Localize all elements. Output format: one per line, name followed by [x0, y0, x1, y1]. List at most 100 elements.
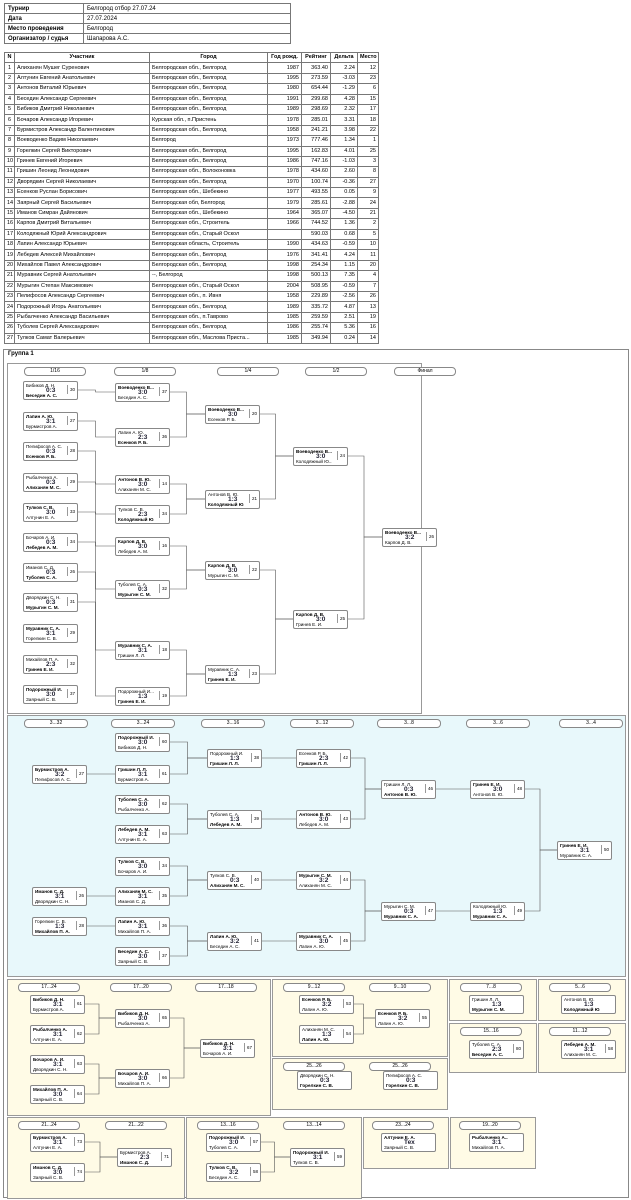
match-number: 40 [251, 875, 261, 884]
player-two-name: Горелкин С. В. [386, 1083, 420, 1088]
table-cell: 1989 [267, 301, 302, 313]
match-number: 66 [159, 1073, 169, 1082]
table-cell: -0.59 [330, 280, 358, 293]
table-cell: Мурыгин Степан Максимович [14, 280, 150, 293]
match-score: 3:1 [580, 847, 590, 854]
match-score: 0:3 [46, 539, 56, 546]
player-two-name: Лебедев А. М. [210, 822, 242, 827]
table-cell: -1.03 [330, 155, 358, 168]
player-one-name: Воеводенко В... [385, 530, 421, 535]
table-cell: 1985 [267, 311, 302, 324]
table-cell: 2 [357, 218, 379, 230]
player-one-name: Алтунин Е. А. [384, 1135, 416, 1140]
player-one-name: Воеводенко В... [208, 407, 244, 412]
player-one-name: Гринев Е. И. [560, 843, 588, 848]
table-cell: 16 [357, 322, 379, 334]
player-two-name: Михайлов П. А. [118, 929, 151, 934]
table-cell: 26 [4, 322, 15, 334]
match-score: 1:3 [322, 1031, 332, 1038]
player-one-name: Иманов С. Д. [35, 889, 65, 894]
table-cell: 14 [357, 332, 379, 344]
match-number: 34 [159, 861, 169, 870]
player-two-name: Бурмистров А. [33, 1007, 65, 1012]
match-score: 0:3 [406, 1077, 416, 1084]
match-number: 61 [159, 769, 169, 778]
